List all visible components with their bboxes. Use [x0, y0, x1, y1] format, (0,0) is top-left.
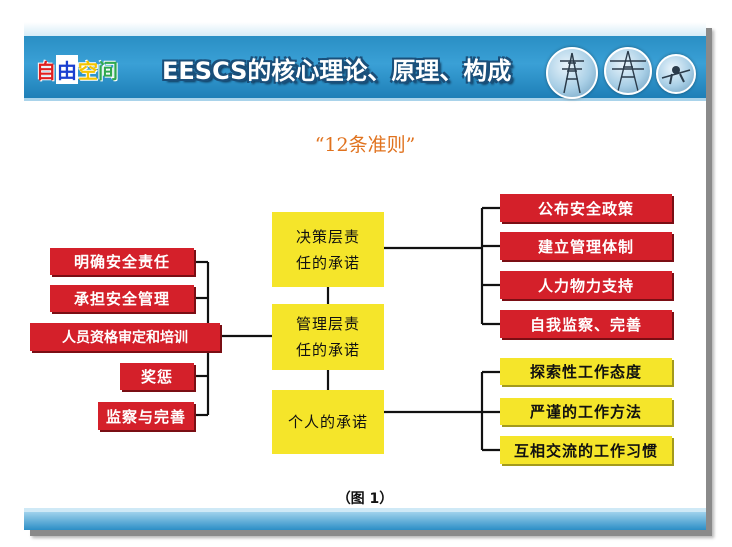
right-bottom-item-box: 互相交流的工作习惯: [500, 436, 672, 464]
personal-commitment-box: 个人的承诺: [272, 390, 384, 454]
left-item-box: 明确安全责任: [50, 248, 194, 275]
left-item-box: 人员资格审定和培训: [30, 323, 220, 351]
box-line: 管理层责: [295, 315, 360, 333]
logo-char: 空: [78, 59, 98, 83]
right-top-item-box: 自我监察、完善: [500, 310, 672, 338]
footer-bar: [24, 512, 706, 530]
decision-level-commitment-box: 决策层责 任的承诺: [272, 212, 384, 287]
logo-char: 由: [56, 55, 78, 84]
figure-caption: （图 1）: [336, 491, 394, 507]
box-line: 个人的承诺: [287, 413, 368, 431]
footer-stripe: [24, 508, 706, 512]
box-line: 任的承诺: [295, 341, 360, 359]
logo-char: 间: [98, 59, 118, 83]
left-item-box: 承担安全管理: [50, 285, 194, 312]
worker-photo-icon: [656, 54, 696, 94]
pylon-photo-icon: [604, 47, 652, 95]
left-item-box: 监察与完善: [98, 402, 194, 430]
slide: 自由空间 EESCS的核心理论、原理、构成 “12条准则”: [24, 22, 706, 530]
right-top-item-box: 建立管理体制: [500, 232, 672, 260]
slide-title: EESCS的核心理论、原理、构成: [162, 57, 512, 85]
box-line: 任的承诺: [295, 253, 360, 272]
box-line: 决策层责: [295, 227, 360, 246]
right-bottom-item-box: 严谨的工作方法: [500, 398, 672, 425]
diagram-subtitle: “12条准则”: [314, 134, 416, 156]
right-top-item-box: 人力物力支持: [500, 271, 672, 299]
management-level-commitment-box: 管理层责 任的承诺: [272, 304, 384, 370]
logo: 自由空间: [36, 55, 118, 84]
header-banner: 自由空间 EESCS的核心理论、原理、构成: [24, 36, 706, 101]
power-tower-photo-icon: [546, 47, 598, 99]
left-item-box: 奖惩: [120, 363, 194, 390]
top-strip: [24, 22, 706, 36]
right-bottom-item-box: 探索性工作态度: [500, 358, 672, 385]
logo-char: 自: [36, 59, 56, 83]
right-top-item-box: 公布安全政策: [500, 194, 672, 222]
